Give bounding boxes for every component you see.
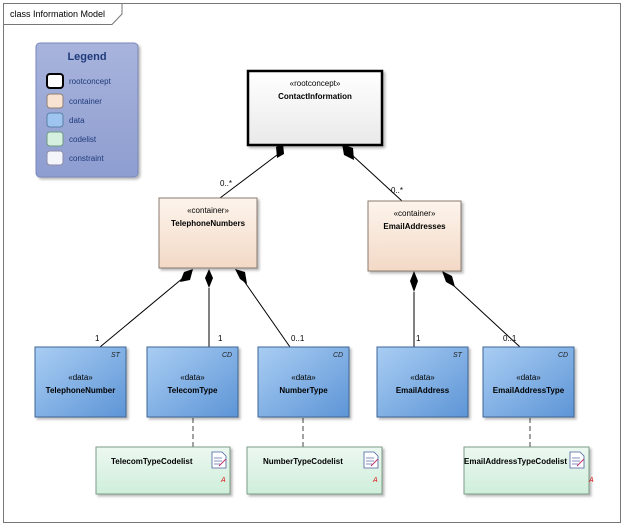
composition-diamond — [342, 144, 354, 160]
document-icon — [363, 451, 379, 469]
data-stereotype: «data» — [410, 373, 435, 382]
codelist-box-numbertypecodelist[interactable] — [246, 446, 383, 495]
connector-telephonenumbers-numbertype — [243, 280, 291, 348]
legend-swatch-data — [46, 112, 64, 128]
abstract-marker: A — [221, 477, 226, 484]
codelist-box-telecomtypecodelist[interactable] — [95, 446, 231, 495]
codelist-name-telecomtypecodelist: TelecomTypeCodelist — [111, 457, 193, 466]
legend-label-rootconcept: rootconcept — [69, 77, 111, 86]
data-name-numbertype: NumberType — [279, 386, 328, 395]
multiplicity-label: 0..1 — [503, 334, 517, 343]
codelist-name-numbertypecodelist: NumberTypeCodelist — [263, 457, 343, 466]
frame-title-tab — [3, 3, 123, 25]
data-type-tag: ST — [111, 352, 120, 359]
data-box-emailaddresstype[interactable] — [482, 346, 575, 418]
diagram-frame — [3, 3, 621, 523]
data-name-telecomtype: TelecomType — [167, 386, 218, 395]
data-type-tag: CD — [222, 352, 233, 359]
multiplicity-label: 0..* — [220, 179, 233, 188]
multiplicity-label: 1 — [416, 334, 421, 343]
document-icon — [569, 451, 585, 469]
rootconcept-name: ContactInformation — [278, 92, 352, 101]
legend-swatch-codelist — [46, 131, 64, 147]
data-box-emailaddress[interactable] — [376, 346, 469, 418]
composition-diamond — [180, 269, 193, 282]
data-type-tag: CD — [333, 352, 344, 359]
data-type-tag: ST — [453, 352, 462, 359]
composition-diamond — [410, 271, 418, 292]
container-stereotype: «container» — [187, 206, 229, 215]
codelist-box-emailaddresstypecodelist[interactable] — [463, 446, 590, 495]
data-stereotype: «data» — [291, 373, 316, 382]
legend-label-constraint: constraint — [69, 154, 104, 163]
data-name-emailaddress: EmailAddress — [395, 386, 450, 395]
composition-diamond — [205, 269, 213, 288]
legend-title: Legend — [67, 51, 107, 63]
legend-swatch-container — [46, 93, 64, 109]
frame-title: class Information Model — [10, 9, 106, 19]
legend-label-codelist: codelist — [69, 135, 97, 144]
composition-diamond — [276, 143, 284, 158]
rootconcept-stereotype: «rootconcept» — [289, 79, 341, 88]
connector-telephonenumbers-telephonenumber — [99, 277, 184, 348]
multiplicity-label: 0..* — [391, 186, 404, 195]
data-name-telephonenumber: TelephoneNumber — [45, 386, 116, 395]
data-type-tag: CD — [558, 352, 569, 359]
multiplicity-label: 1 — [95, 334, 100, 343]
abstract-marker: A — [373, 477, 378, 484]
container-name-telephonenumbers: TelephoneNumbers — [170, 219, 246, 228]
composition-diamond — [235, 269, 247, 284]
connector-root-telephonenumbers — [219, 154, 278, 199]
data-box-telecomtype[interactable] — [146, 346, 239, 418]
container-stereotype: «container» — [393, 209, 436, 218]
multiplicity-label: 1 — [218, 334, 223, 343]
data-stereotype: «data» — [180, 373, 205, 382]
connector-emailaddresses-emailaddresstype — [452, 284, 521, 348]
rootconcept-box[interactable] — [246, 69, 384, 147]
container-box-emailaddresses[interactable] — [367, 200, 462, 272]
connector-root-emailaddresses — [351, 154, 403, 202]
data-box-telephonenumber[interactable] — [34, 346, 127, 418]
legend-swatch-constraint — [46, 150, 64, 166]
data-box-numbertype[interactable] — [257, 346, 350, 418]
data-name-emailaddresstype: EmailAddressType — [492, 386, 565, 395]
container-name-emailaddresses: EmailAddresses — [383, 222, 446, 231]
codelist-name-emailaddresstypecodelist: EmailAddressTypeCodelist — [464, 457, 567, 466]
composition-diamond — [442, 271, 455, 287]
data-stereotype: «data» — [68, 373, 93, 382]
abstract-marker: A — [589, 477, 594, 484]
legend-label-data: data — [69, 116, 85, 125]
document-icon — [211, 451, 227, 469]
data-stereotype: «data» — [516, 373, 541, 382]
container-box-telephonenumbers[interactable] — [158, 197, 258, 269]
multiplicity-label: 0..1 — [291, 334, 305, 343]
legend-label-container: container — [69, 97, 102, 106]
legend-swatch-rootconcept — [46, 73, 64, 89]
